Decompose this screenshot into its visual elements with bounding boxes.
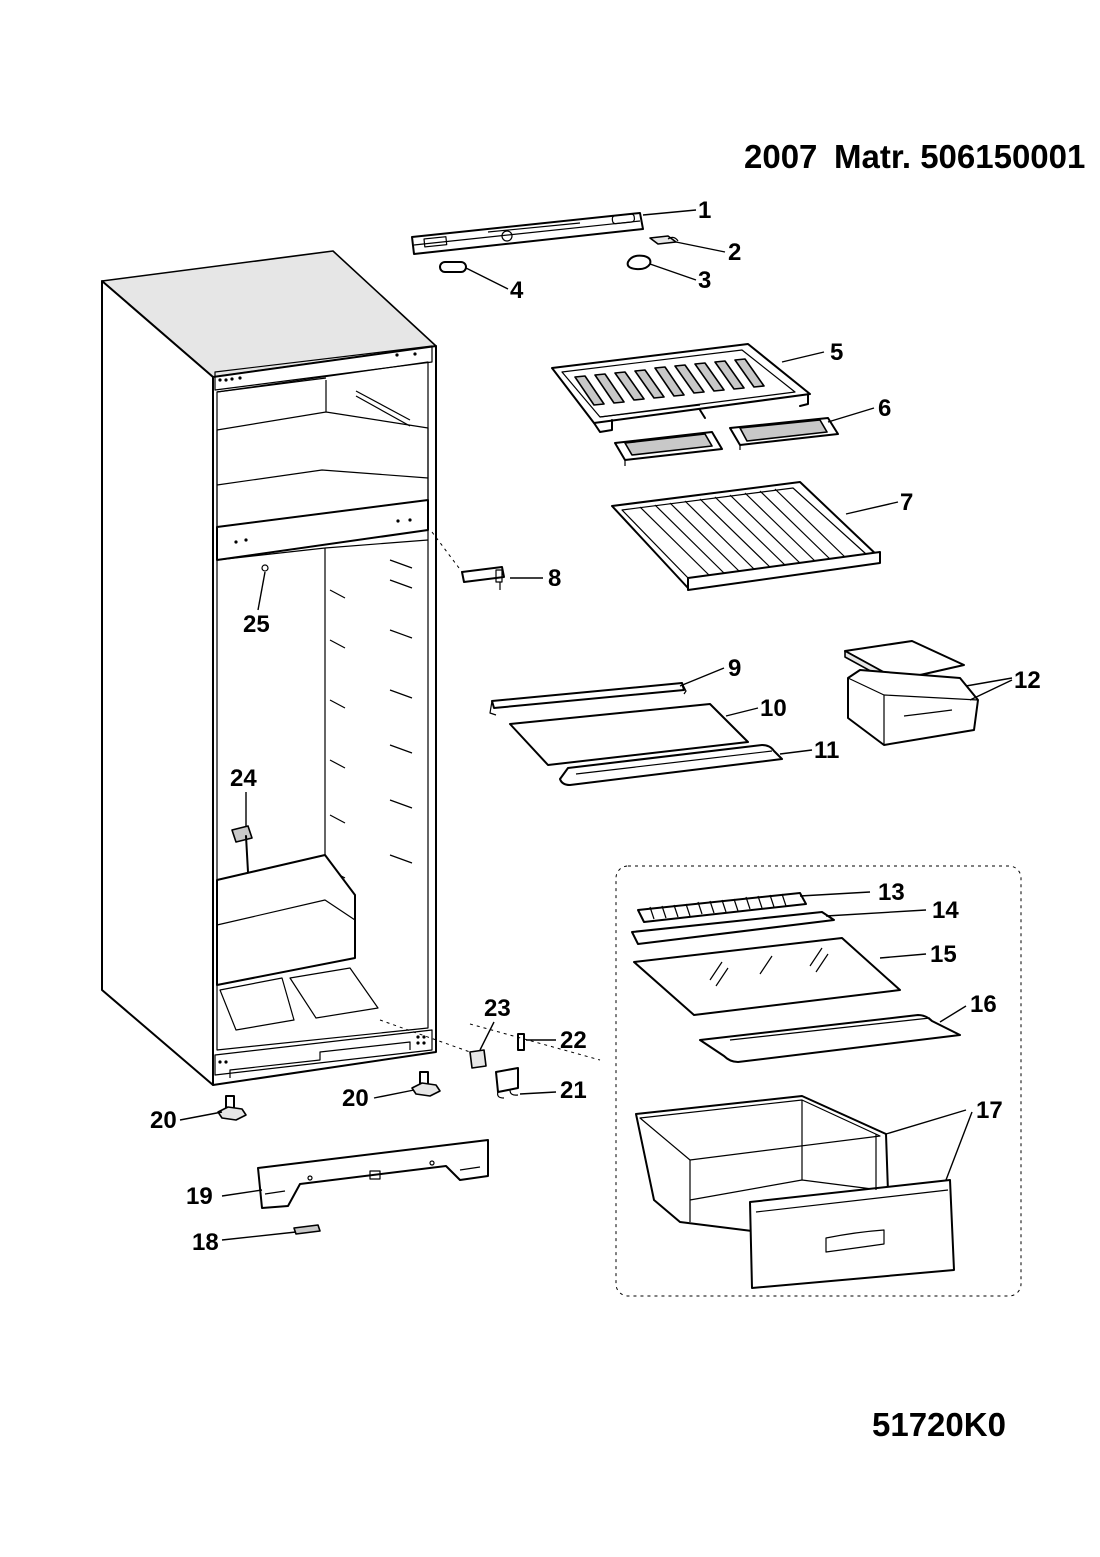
callout-leaders <box>179 209 1013 1241</box>
part-11-shelf-front-trim <box>559 744 783 786</box>
callout-9: 9 <box>728 655 741 682</box>
callout-16: 16 <box>970 991 997 1018</box>
callout-3: 3 <box>698 267 711 294</box>
part-23-hinge-plate <box>469 1049 487 1069</box>
part-7-wire-shelf <box>611 481 881 591</box>
part-15-crisper-glass <box>633 937 901 1016</box>
callout-4: 4 <box>510 277 524 304</box>
part-8-hinge <box>461 566 505 590</box>
part-17-crisper-drawer <box>635 1095 955 1289</box>
callout-20-left: 20 <box>150 1107 177 1134</box>
part-13-crisper-cover-grille <box>637 892 807 923</box>
part-6-ice-tray <box>614 417 839 466</box>
crisper-group-frame <box>615 865 1022 1297</box>
part-14-crisper-cover-rear-trim <box>631 911 835 945</box>
part-10-glass-shelf <box>509 703 749 766</box>
fridge-cabinet <box>101 250 437 1086</box>
part-21-lower-hinge <box>495 1067 519 1099</box>
callout-20-right: 20 <box>342 1085 369 1112</box>
part-20-foot-right <box>411 1071 441 1097</box>
part-19-kick-plate <box>257 1139 489 1209</box>
part-20-foot-left <box>217 1095 247 1121</box>
callout-25: 25 <box>243 611 270 638</box>
callout-15: 15 <box>930 941 957 968</box>
callout-21: 21 <box>560 1077 587 1104</box>
callout-2: 2 <box>728 239 741 266</box>
callout-23: 23 <box>484 995 511 1022</box>
part-18-kick-plate-clip <box>293 1224 321 1235</box>
diagram-serial-number: Matr. 506150001 <box>834 138 1086 175</box>
callout-24: 24 <box>230 765 257 792</box>
part-24-thermostat <box>231 825 253 873</box>
callout-12: 12 <box>1014 667 1041 694</box>
part-5-freezer-shelf <box>551 343 811 433</box>
callout-14: 14 <box>932 897 959 924</box>
callout-18: 18 <box>192 1229 219 1256</box>
callout-17: 17 <box>976 1097 1003 1124</box>
part-12-dairy-compartment <box>844 640 979 746</box>
callout-5: 5 <box>830 339 843 366</box>
part-22-hinge-pin <box>517 1033 525 1051</box>
part-1-control-panel <box>411 212 644 255</box>
part-3-lamp-cover <box>626 254 652 271</box>
callout-22: 22 <box>560 1027 587 1054</box>
diagram-year: 2007 <box>744 138 818 175</box>
callout-1: 1 <box>698 197 711 224</box>
callout-10: 10 <box>760 695 787 722</box>
part-4-button <box>439 261 467 273</box>
diagram-code: 51720K0 <box>872 1406 1006 1443</box>
callout-13: 13 <box>878 879 905 906</box>
part-2-clip <box>649 235 679 245</box>
callout-11: 11 <box>814 737 839 764</box>
callout-numbers: 1 2 3 4 5 6 7 8 9 10 11 12 13 14 15 16 1… <box>150 197 1041 1256</box>
callout-6: 6 <box>878 395 891 422</box>
callout-19: 19 <box>186 1183 213 1210</box>
assembly-guides <box>379 531 601 1061</box>
part-25-light-hole <box>261 564 269 572</box>
part-9-shelf-rear-trim <box>489 682 687 716</box>
part-16-crisper-glass-front-trim <box>699 1014 961 1063</box>
callout-7: 7 <box>900 489 913 516</box>
callout-8: 8 <box>548 565 561 592</box>
